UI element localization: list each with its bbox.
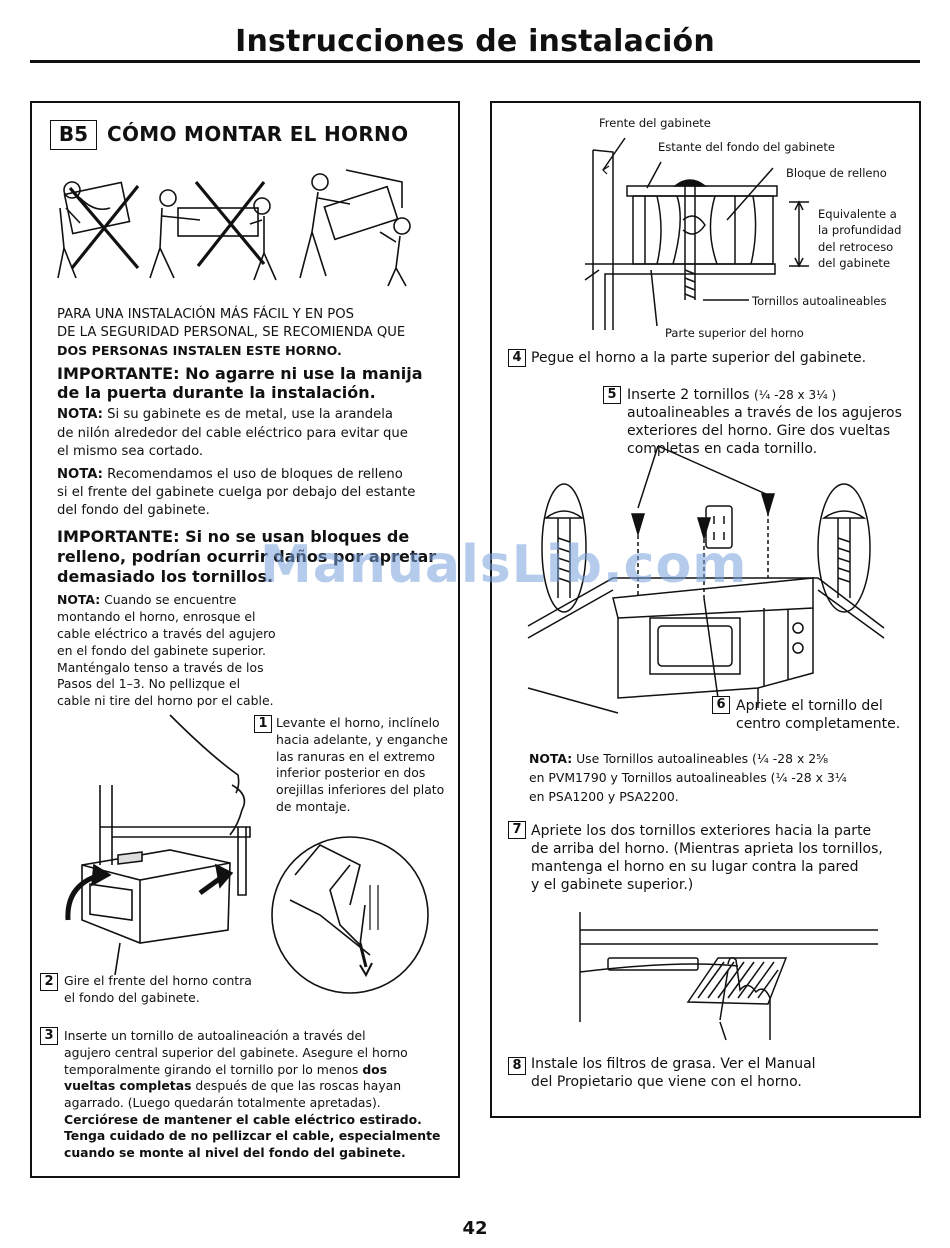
- step-6-line-1: Apriete el tornillo del: [736, 698, 883, 714]
- step-7-number: 7: [508, 821, 526, 839]
- grease-filter-illustration: [579, 912, 878, 1041]
- note-1-line-3: el mismo sea cortado.: [57, 444, 204, 459]
- step-1-line-2: hacia adelante, y enganche: [276, 732, 448, 747]
- step-1-number: 1: [254, 715, 272, 733]
- step-3-line-3b: dos: [362, 1062, 388, 1077]
- step-8-line-2: del Propietario que viene con el horno.: [531, 1074, 802, 1090]
- step-3-line-7: Tenga cuidado de no pellizcar el cable, …: [64, 1128, 441, 1143]
- note-3-line-1: Cuando se encuentre: [100, 592, 237, 607]
- label-equiv-4: del gabinete: [818, 256, 891, 270]
- step-3-line-2: agujero central superior del gabinete. A…: [64, 1045, 408, 1060]
- step-3-line-8: cuando se monte al nivel del fondo del g…: [64, 1145, 406, 1160]
- watermark: ManualsLib.com: [260, 535, 748, 595]
- label-parte-superior: Parte superior del horno: [665, 326, 804, 340]
- important-1-line-2: de la puerta durante la instalación.: [57, 383, 376, 402]
- note-1: NOTA: Si su gabinete es de metal, use la…: [57, 406, 393, 424]
- important-1-line-1: IMPORTANTE: No agarre ni use la manija: [57, 364, 423, 383]
- step-5-number: 5: [603, 386, 621, 404]
- note-2-label: NOTA:: [57, 467, 103, 482]
- step-2-line-1: Gire el frente del horno contra: [64, 973, 252, 988]
- label-equiv-3: del retroceso: [818, 240, 894, 254]
- label-frente: Frente del gabinete: [599, 116, 711, 130]
- step-1-line-1: Levante el horno, inclínelo: [276, 715, 440, 730]
- right-panel: [490, 101, 921, 1118]
- note-2-line-2: si el frente del gabinete cuelga por deb…: [57, 485, 416, 500]
- filler-block-diagram: [584, 137, 809, 330]
- section-title: CÓMO MONTAR EL HORNO: [107, 122, 409, 146]
- note-right-line-1: NOTA: Use Tornillos autoalineables (¹⁄₄ …: [529, 751, 828, 768]
- step-6-line-2: centro completamente.: [736, 716, 901, 732]
- step-7-line-2: de arriba del horno. (Mientras aprieta l…: [531, 841, 883, 857]
- step-5-line-1b: (¹⁄₄ -28 x 3¹⁄₄ ): [754, 388, 837, 402]
- step-3-line-3: temporalmente girando el tornillo por lo…: [64, 1062, 387, 1079]
- note-3-line-6: Pasos del 1–3. No pellizque el: [57, 676, 241, 691]
- note-3-line-7: cable ni tire del horno por el cable.: [57, 693, 274, 708]
- note-3-line-2: montando el horno, enrosque el: [57, 609, 256, 624]
- intro-line-3: DOS PERSONAS INSTALEN ESTE HORNO.: [57, 343, 342, 358]
- important-2-line-1: IMPORTANTE: Si no se usan bloques de: [57, 527, 410, 546]
- step-3-line-4b: después de que las roscas hayan: [191, 1078, 402, 1093]
- note-1-line-2: de nilón alrededor del cable eléctrico p…: [57, 426, 408, 441]
- left-panel: [30, 101, 460, 1178]
- title-rule: [30, 60, 920, 63]
- step-5-line-1: Inserte 2 tornillos (¹⁄₄ -28 x 3¹⁄₄ ): [627, 386, 836, 404]
- step-1-line-3: las ranuras en el extremo: [276, 749, 436, 764]
- step-3-number: 3: [40, 1027, 58, 1045]
- step-3-line-4a: vueltas completas: [64, 1078, 192, 1093]
- note-3-line-3: cable eléctrico a través del agujero: [57, 626, 276, 641]
- label-estante: Estante del fondo del gabinete: [658, 140, 835, 154]
- note-3-line-5: Manténgalo tenso a través de los: [57, 660, 264, 675]
- step-3-line-6: Cerciórese de mantener el cable eléctric…: [64, 1112, 422, 1127]
- note-2-line-1: Recomendamos el uso de bloques de rellen…: [102, 467, 403, 482]
- step-1-line-6: de montaje.: [276, 799, 351, 814]
- note-1-label: NOTA:: [57, 407, 103, 422]
- label-bloque: Bloque de relleno: [786, 166, 887, 180]
- intro-line-2: DE LA SEGURIDAD PERSONAL, SE RECOMIENDA …: [57, 325, 406, 340]
- oven-hook-illustration: [65, 714, 429, 994]
- step-7-line-1: Apriete los dos tornillos exteriores hac…: [531, 823, 872, 839]
- note-right-line-2: en PVM1790 y Tornillos autoalineables (¹…: [529, 770, 847, 785]
- step-6-number: 6: [712, 696, 730, 714]
- page-number: 42: [462, 1218, 488, 1239]
- step-1-line-5: orejillas inferiores del plato: [276, 782, 445, 797]
- note-3-line-4: en el fondo del gabinete superior.: [57, 643, 266, 658]
- label-equiv-1: Equivalente a: [818, 207, 897, 221]
- two-person-lift-illustration: [57, 169, 411, 287]
- step-3-line-1: Inserte un tornillo de autoalineación a …: [64, 1028, 366, 1043]
- note-3: NOTA: Cuando se encuentre: [57, 592, 236, 609]
- step-3-line-5: agarrado. (Luego quedarán totalmente apr…: [64, 1095, 381, 1110]
- label-equiv-2: la profundidad: [818, 223, 902, 237]
- step-2-line-2: el fondo del gabinete.: [64, 990, 200, 1005]
- note-1-line-1: Si su gabinete es de metal, use la arand…: [102, 407, 393, 422]
- step-5-line-2: autoalineables a través de los agujeros: [627, 405, 902, 421]
- step-3-line-3a: temporalmente girando el tornillo por lo…: [64, 1062, 363, 1077]
- important-2-line-3: demasiado los tornillos.: [57, 567, 274, 586]
- important-2-line-2: relleno, podrían ocurrir daños por apret…: [57, 547, 437, 566]
- note-2: NOTA: Recomendamos el uso de bloques de …: [57, 466, 403, 484]
- note-right-line-3: en PSA1200 y PSA2200.: [529, 789, 679, 804]
- page-title: Instrucciones de instalación: [235, 24, 715, 59]
- step-1-line-4: inferior posterior en dos: [276, 765, 426, 780]
- label-tornillos: Tornillos autoalineables: [752, 294, 887, 308]
- step-5-line-1a: Inserte 2 tornillos: [627, 387, 754, 403]
- step-5-line-3: exteriores del horno. Gire dos vueltas: [627, 423, 891, 439]
- step-4-text: Pegue el horno a la parte superior del g…: [531, 350, 867, 366]
- step-7-line-4: y el gabinete superior.): [531, 877, 694, 893]
- step-4-number: 4: [508, 349, 526, 367]
- note-right-line-1-text: Use Tornillos autoalineables (¹⁄₄ -28 x …: [572, 751, 829, 766]
- section-tag: B5: [50, 120, 97, 150]
- note-3-label: NOTA:: [57, 592, 101, 607]
- step-8-line-1: Instale los filtros de grasa. Ver el Man…: [531, 1056, 816, 1072]
- oven-screws-illustration: [527, 445, 885, 714]
- step-7-line-3: mantenga el horno en su lugar contra la …: [531, 859, 859, 875]
- note-right-label: NOTA:: [529, 751, 573, 766]
- step-3-line-4: vueltas completas después de que las ros…: [64, 1078, 401, 1095]
- note-2-line-3: del fondo del gabinete.: [57, 503, 210, 518]
- intro-line-1: PARA UNA INSTALACIÓN MÁS FÁCIL Y EN POS: [57, 307, 354, 322]
- step-8-number: 8: [508, 1057, 526, 1075]
- step-2-number: 2: [40, 973, 58, 991]
